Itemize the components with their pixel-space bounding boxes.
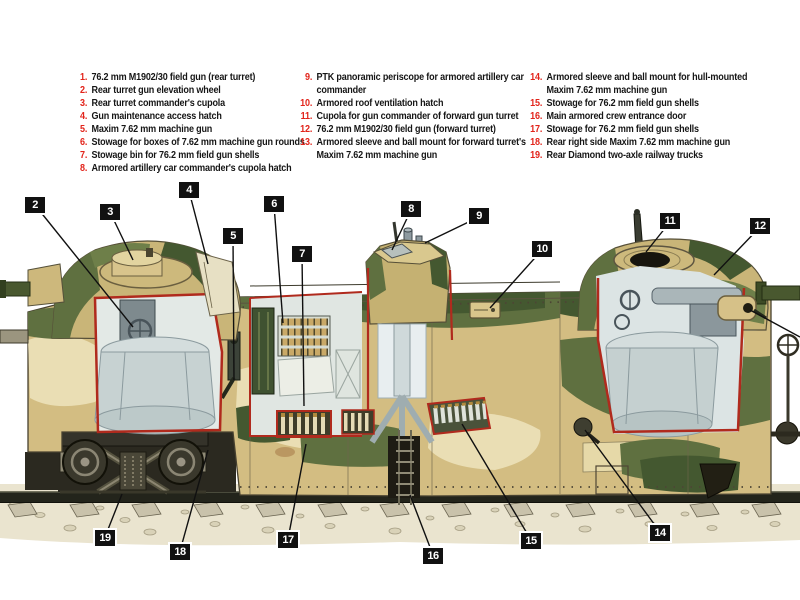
legend-number: 13. [300, 136, 313, 148]
legend-item-14: 14.Armored sleeve and ball mount for hul… [525, 71, 762, 97]
legend-text: Stowage for 76.2 mm field gun shells [546, 97, 700, 109]
legend-number: 12. [300, 123, 313, 135]
legend-item-8: 8.Armored artillery car commander's cupo… [70, 162, 307, 175]
legend-item-12: 12.76.2 mm M1902/30 field gun (forward t… [295, 123, 532, 136]
cutaway-edge [596, 278, 746, 434]
callout-label-6: 6 [264, 196, 284, 212]
legend-item-11: 11.Cupola for gun commander of forward g… [295, 110, 532, 123]
legend-column-1: 1.76.2 mm M1902/30 field gun (rear turre… [70, 71, 307, 175]
legend-text: PTK panoramic periscope for armored arti… [316, 71, 525, 96]
gun-housing [27, 263, 65, 307]
legend-item-15: 15.Stowage for 76.2 mm field gun shells [525, 97, 762, 110]
crew-entrance-door [388, 430, 420, 505]
legend-item-16: 16.Main armored crew entrance door [525, 110, 762, 123]
callout-label-4: 4 [179, 182, 199, 198]
commander-cupola-tower [365, 221, 454, 444]
legend-text: Main armored crew entrance door [546, 110, 687, 122]
forward-field-gun-barrel [761, 285, 800, 301]
rear-field-gun-barrel [0, 281, 31, 297]
callout-label-2: 2 [25, 197, 45, 213]
legend-number: 19. [530, 149, 543, 161]
commander-cupola-hatch [380, 243, 414, 259]
legend-number: 6. [80, 136, 88, 148]
callout-label-15: 15 [521, 533, 541, 549]
legend-number: 15. [530, 97, 543, 109]
legend-number: 11. [300, 110, 313, 122]
legend-item-4: 4.Gun maintenance access hatch [70, 110, 307, 123]
legend-text: Rear right side Maxim 7.62 mm machine gu… [546, 136, 731, 148]
legend-text: Maxim 7.62 mm machine gun [91, 123, 213, 135]
hull-mg-ball-mount [573, 417, 601, 445]
legend-text: Stowage bin for 76.2 mm field gun shells [91, 149, 260, 161]
legend-text: Armored roof ventilation hatch [316, 97, 444, 109]
callout-label-16: 16 [423, 548, 443, 564]
legend-item-17: 17.Stowage for 76.2 mm field gun shells [525, 123, 762, 136]
legend-column-3: 14.Armored sleeve and ball mount for hul… [525, 71, 762, 162]
legend-number: 7. [80, 149, 88, 161]
callout-label-12: 12 [750, 218, 770, 234]
callout-label-14: 14 [650, 525, 670, 541]
legend-text: Armored artillery car commander's cupola… [91, 162, 292, 174]
legend-item-19: 19.Rear Diamond two-axle railway trucks [525, 149, 762, 162]
legend-number: 4. [80, 110, 88, 122]
roof-ventilation-hatch [469, 301, 501, 319]
legend-number: 9. [305, 71, 313, 83]
callout-label-9: 9 [469, 208, 489, 224]
legend-number: 18. [530, 136, 543, 148]
legend-number: 16. [530, 110, 543, 122]
callout-label-18: 18 [170, 544, 190, 560]
legend-number: 1. [80, 71, 88, 83]
legend-item-1: 1.76.2 mm M1902/30 field gun (rear turre… [70, 71, 307, 84]
callout-leader-lines [34, 190, 800, 556]
callout-label-8: 8 [401, 201, 421, 217]
legend-number: 2. [80, 84, 88, 96]
callout-label-5: 5 [223, 228, 243, 244]
callout-label-10: 10 [532, 241, 552, 257]
legend-item-10: 10.Armored roof ventilation hatch [295, 97, 532, 110]
rear-turret [0, 240, 241, 435]
legend-item-7: 7.Stowage bin for 76.2 mm field gun shel… [70, 149, 307, 162]
legend-number: 10. [300, 97, 313, 109]
open-cupola-hatch [630, 252, 670, 268]
forward-turret [577, 209, 800, 438]
legend-item-18: 18.Rear right side Maxim 7.62 mm machine… [525, 136, 762, 149]
callout-label-17: 17 [278, 532, 298, 548]
mid-stowage-compartment [249, 291, 363, 438]
callout-label-7: 7 [292, 246, 312, 262]
legend-item-2: 2.Rear turret gun elevation wheel [70, 84, 307, 97]
legend-text: Armored sleeve and ball mount for hull-m… [546, 71, 748, 96]
rear-bogie-trucks [25, 430, 236, 495]
legend-text: Armored sleeve and ball mount for forwar… [316, 136, 526, 161]
legend-item-13: 13.Armored sleeve and ball mount for for… [295, 136, 532, 162]
maintenance-access-hatch [195, 251, 241, 317]
legend-text: Rear Diamond two-axle railway trucks [546, 149, 704, 161]
legend-number: 3. [80, 97, 88, 109]
shell-rack [341, 396, 492, 436]
legend-column-2: 9.PTK panoramic periscope for armored ar… [295, 71, 532, 162]
legend-item-5: 5.Maxim 7.62 mm machine gun [70, 123, 307, 136]
legend-number: 8. [80, 162, 88, 174]
legend-number: 5. [80, 123, 88, 135]
cutaway-edge [93, 292, 224, 434]
legend-number: 17. [530, 123, 543, 135]
legend-text: Stowage for boxes of 7.62 mm machine gun… [91, 136, 305, 148]
ball-mount-sleeve [717, 295, 757, 321]
legend-text: Stowage for 76.2 mm field gun shells [546, 123, 700, 135]
legend-item-3: 3.Rear turret commander's cupola [70, 97, 307, 110]
legend-number: 14. [530, 71, 543, 83]
legend-item-6: 6.Stowage for boxes of 7.62 mm machine g… [70, 136, 307, 149]
legend-text: Cupola for gun commander of forward gun … [316, 110, 519, 122]
legend-text: Rear turret gun elevation wheel [91, 84, 221, 96]
underhull-hopper [699, 463, 737, 499]
left-coupler [0, 329, 29, 344]
callout-label-19: 19 [95, 530, 115, 546]
legend-text: 76.2 mm M1902/30 field gun (forward turr… [316, 123, 496, 135]
legend-item-9: 9.PTK panoramic periscope for armored ar… [295, 71, 532, 97]
callout-label-11: 11 [660, 213, 680, 229]
callout-label-3: 3 [100, 204, 120, 220]
legend-text: Rear turret commander's cupola [91, 97, 226, 109]
legend-text: Gun maintenance access hatch [91, 110, 222, 122]
legend-text: 76.2 mm M1902/30 field gun (rear turret) [91, 71, 256, 83]
